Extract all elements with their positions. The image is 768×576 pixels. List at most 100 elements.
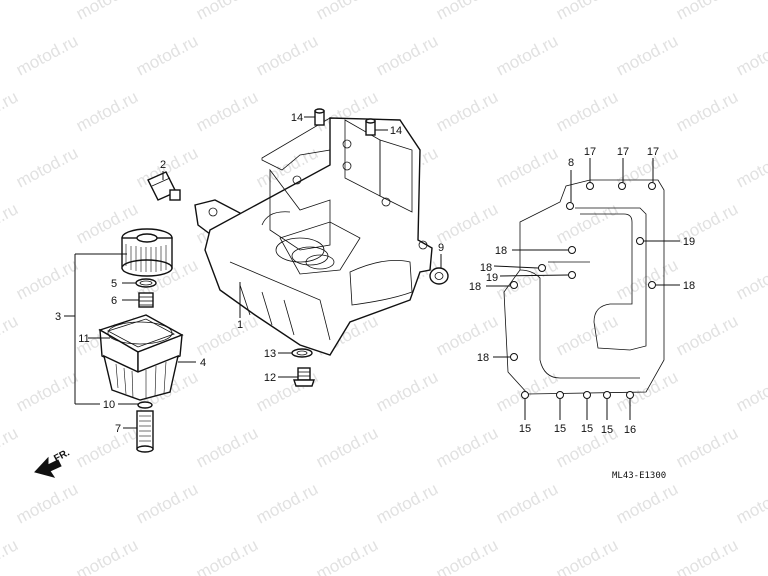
lower-crankcase-1: [194, 117, 433, 356]
callout-labels: 2 3 5 6 11 4 10 7 1 14 14 9 13 12 8 17 1…: [55, 112, 695, 436]
watermark-text: motod.ru: [73, 87, 141, 135]
watermark-text: motod.ru: [373, 367, 441, 415]
watermark-text: motod.ru: [553, 87, 621, 135]
watermark-text: motod.ru: [313, 535, 381, 576]
watermark-text: motod.ru: [73, 0, 141, 24]
watermark-text: motod.ru: [433, 423, 501, 471]
callout-12: 12: [264, 372, 276, 384]
watermark-text: motod.ru: [733, 479, 768, 527]
watermark-text: motod.ru: [313, 0, 381, 24]
callout-15-b: 15: [554, 423, 566, 435]
watermark-text: motod.ru: [0, 0, 21, 24]
watermark-text: motod.ru: [613, 367, 681, 415]
watermark-text: motod.ru: [613, 479, 681, 527]
watermark-text: motod.ru: [253, 479, 321, 527]
callout-18-right: 18: [683, 280, 695, 292]
watermark-text: motod.ru: [493, 255, 561, 303]
o-ring-5: [135, 278, 157, 288]
o-ring-10: [137, 401, 153, 409]
callout-9: 9: [438, 242, 444, 254]
oil-filter-case-4: [98, 314, 184, 401]
callout-14-left: 14: [291, 112, 303, 124]
watermark-text: motod.ru: [193, 535, 261, 576]
watermark-text: motod.ru: [13, 479, 81, 527]
dowel-pin-14a: [314, 108, 325, 126]
oil-strainer-7: [136, 410, 154, 453]
callout-8: 8: [568, 157, 574, 169]
watermark-text: motod.ru: [613, 255, 681, 303]
callout-11: 11: [78, 333, 89, 345]
watermark-text: motod.ru: [673, 535, 741, 576]
watermark-text: motod.ru: [433, 199, 501, 247]
watermark-text: motod.ru: [373, 479, 441, 527]
spring-6: [138, 292, 154, 308]
watermark-text: motod.ru: [493, 367, 561, 415]
watermark-text: motod.ru: [733, 143, 768, 191]
callout-17-a: 17: [584, 146, 596, 158]
watermark-text: motod.ru: [553, 535, 621, 576]
callout-18-b: 18: [480, 262, 492, 274]
watermark-text: motod.ru: [193, 423, 261, 471]
watermark-text: motod.ru: [493, 31, 561, 79]
watermark-text: motod.ru: [613, 31, 681, 79]
callout-18-a: 18: [495, 245, 507, 257]
oil-pan-gasket: [503, 179, 665, 395]
leader-lines: [64, 116, 680, 429]
watermark-text: motod.ru: [733, 255, 768, 303]
watermark-text: motod.ru: [553, 311, 621, 359]
watermark-text: motod.ru: [0, 199, 21, 247]
watermark-text: motod.ru: [0, 87, 21, 135]
watermark-text: motod.ru: [13, 367, 81, 415]
watermark-text: motod.ru: [493, 143, 561, 191]
callout-2: 2: [160, 159, 166, 171]
watermark-text: motod.ru: [433, 87, 501, 135]
watermark-text: motod.ru: [433, 0, 501, 24]
diagram-code: ML43-E1300: [612, 471, 666, 481]
watermark-text: motod.ru: [0, 535, 21, 576]
callout-4: 4: [200, 357, 206, 369]
watermark-text: motod.ru: [433, 311, 501, 359]
watermark-text: motod.ru: [673, 311, 741, 359]
watermark-text: motod.ru: [193, 87, 261, 135]
callout-3: 3: [55, 311, 61, 323]
watermark-text: motod.ru: [13, 31, 81, 79]
callout-7: 7: [115, 423, 121, 435]
callout-15-a: 15: [519, 423, 531, 435]
watermark-text: motod.ru: [0, 311, 21, 359]
watermark-text: motod.ru: [73, 535, 141, 576]
watermark-text: motod.ru: [13, 143, 81, 191]
callout-17-b: 17: [617, 146, 629, 158]
front-label: FR.: [52, 447, 72, 464]
watermark-text: motod.ru: [673, 87, 741, 135]
watermark-text: motod.ru: [433, 535, 501, 576]
callout-18-c: 18: [469, 281, 481, 293]
callout-15-c: 15: [581, 423, 593, 435]
watermark-text: motod.ru: [193, 0, 261, 24]
oil-pressure-switch-2: [147, 171, 181, 201]
watermark-text: motod.ru: [13, 255, 81, 303]
watermark-text: motod.ru: [73, 423, 141, 471]
watermark-text: motod.ru: [553, 0, 621, 24]
callout-13: 13: [264, 348, 276, 360]
watermark-text: motod.ru: [673, 0, 741, 24]
watermark-text: motod.ru: [133, 31, 201, 79]
washer-13: [291, 348, 313, 358]
callout-18-d: 18: [477, 352, 489, 364]
callout-5: 5: [111, 278, 117, 290]
watermark-text: motod.ru: [673, 423, 741, 471]
dowel-pin-14b: [365, 118, 376, 136]
callout-17-c: 17: [647, 146, 659, 158]
watermark-text: motod.ru: [253, 31, 321, 79]
callout-16: 16: [624, 424, 636, 436]
oil-filter-cartridge: [121, 228, 173, 277]
watermark-text: motod.ru: [493, 479, 561, 527]
oil-seal-9: [429, 267, 449, 285]
callout-15-d: 15: [601, 424, 613, 436]
watermark-text: motod.ru: [733, 31, 768, 79]
watermark-text: motod.ru: [313, 423, 381, 471]
watermark-text: motod.ru: [133, 479, 201, 527]
callout-19-left: 19: [486, 272, 498, 284]
gasket-bolt-holes: [510, 182, 656, 399]
